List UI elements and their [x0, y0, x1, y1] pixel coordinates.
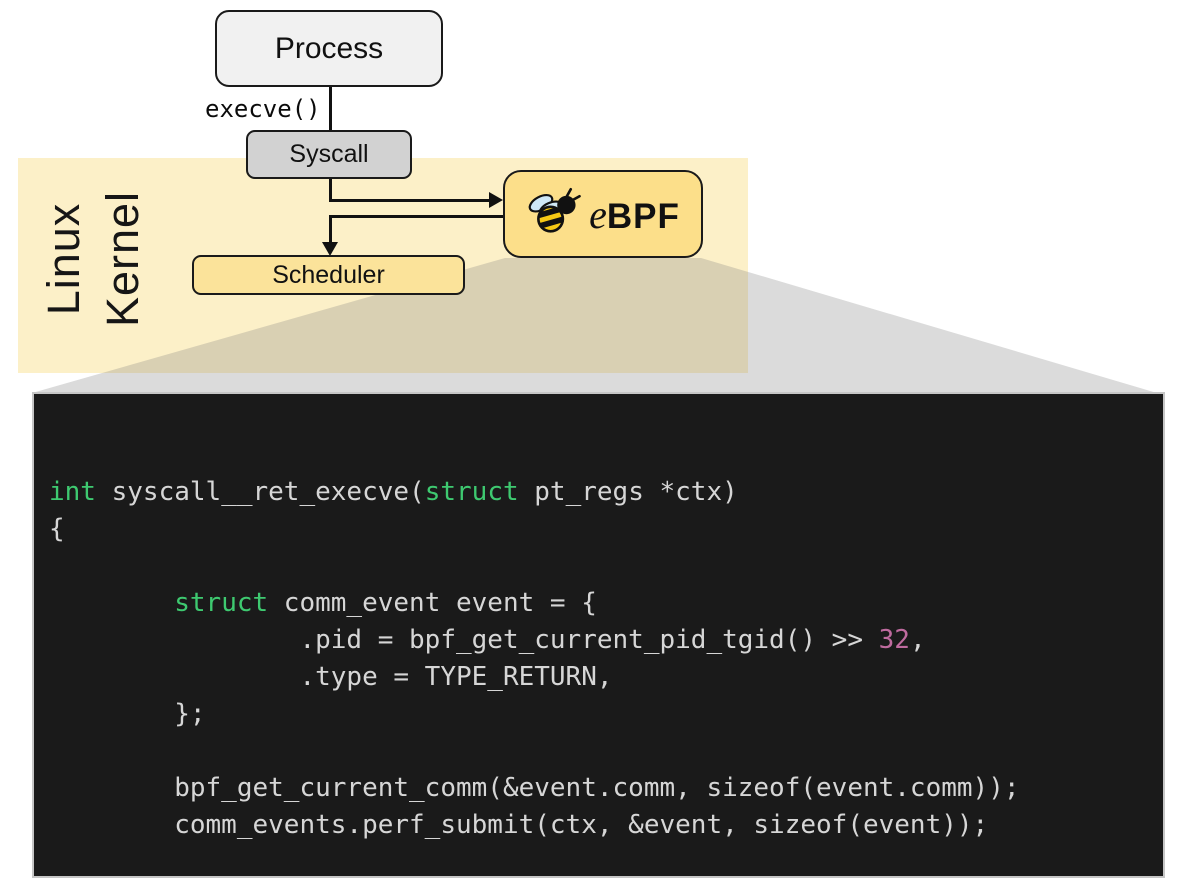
scheduler-node: Scheduler: [192, 255, 465, 295]
code-line: [49, 733, 1163, 770]
code-line: bpf_get_current_comm(&event.comm, sizeof…: [49, 773, 1020, 803]
process-label: Process: [274, 31, 384, 65]
syscall-node: Syscall: [246, 130, 412, 179]
kernel-label-line1: Linux: [38, 202, 89, 316]
kernel-label-line2: Kernel: [97, 190, 149, 328]
code-lines: int syscall__ret_execve(struct pt_regs *…: [49, 474, 1163, 876]
bee-icon: [526, 184, 584, 245]
kernel-label: Linux Kernel: [34, 124, 160, 394]
syscall-label: Syscall: [289, 140, 369, 168]
ebpf-code-block: int syscall__ret_execve(struct pt_regs *…: [32, 392, 1165, 878]
syscall-stem-line: [329, 179, 332, 201]
execve-label: execve(): [205, 95, 321, 123]
arrowhead-into-ebpf: [489, 192, 503, 208]
line-down-to-scheduler: [329, 215, 332, 243]
code-line: comm_events.perf_submit(ctx, &event, siz…: [49, 810, 989, 840]
scheduler-label: Scheduler: [272, 260, 385, 289]
code-line: [49, 548, 1163, 585]
code-line: {: [49, 514, 65, 544]
code-line: .type = TYPE_RETURN,: [49, 662, 613, 692]
code-line: .pid = bpf_get_current_pid_tgid() >> 32,: [49, 625, 926, 655]
code-line: int syscall__ret_execve(struct pt_regs *…: [49, 477, 738, 507]
code-line: [49, 844, 1163, 876]
ebpf-label-e: e: [589, 191, 607, 237]
ebpf-label: eBPF: [589, 191, 680, 238]
process-syscall-connector: [329, 87, 332, 130]
syscall-to-ebpf-line: [329, 199, 490, 202]
arrowhead-into-scheduler: [322, 242, 338, 256]
ebpf-return-line: [330, 215, 503, 218]
code-line: struct comm_event event = {: [174, 588, 597, 618]
process-node: Process: [215, 10, 443, 87]
ebpf-label-bpf: BPF: [606, 196, 680, 236]
ebpf-node: eBPF: [503, 170, 703, 258]
code-line: };: [49, 699, 206, 729]
